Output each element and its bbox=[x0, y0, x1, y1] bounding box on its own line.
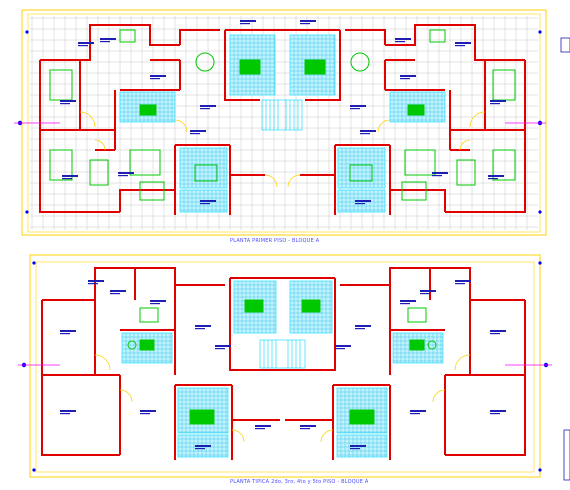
upper-door-swings bbox=[79, 111, 486, 188]
upper-floor-plan bbox=[14, 9, 547, 236]
upper-structural-grid bbox=[30, 16, 538, 230]
upper-plan-title: PLANTA PRIMER PISO - BLOQUE A bbox=[230, 238, 320, 244]
adjacent-sheet-edge bbox=[560, 37, 570, 481]
upper-bathrooms bbox=[119, 34, 446, 213]
lower-fixtures bbox=[127, 299, 437, 425]
upper-tile-pattern bbox=[120, 35, 445, 212]
lower-door-swings bbox=[94, 354, 471, 443]
lower-plan-title: PLANTA TIPICA 2do, 3ro, 4to y 5to PISO -… bbox=[230, 479, 369, 485]
lower-room-tags bbox=[60, 280, 506, 450]
upper-walls bbox=[39, 24, 526, 215]
upper-fixtures bbox=[49, 29, 516, 201]
lower-floor-plan bbox=[18, 254, 552, 478]
upper-staircase bbox=[261, 99, 303, 131]
lower-walls bbox=[41, 267, 526, 460]
upper-axis-markers bbox=[17, 30, 543, 214]
lower-dimension-frame bbox=[29, 254, 541, 478]
lower-staircase bbox=[259, 339, 306, 369]
lower-tile-pattern bbox=[122, 281, 443, 457]
upper-room-tags bbox=[60, 20, 506, 205]
